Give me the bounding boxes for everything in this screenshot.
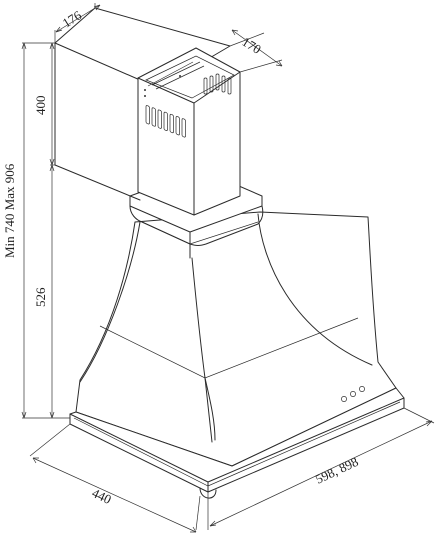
control-panel xyxy=(341,386,365,402)
hood-body xyxy=(75,211,397,467)
label-total-height: Min 740 Max 906 xyxy=(2,163,17,258)
label-hood-height: 526 xyxy=(33,287,48,307)
vent-slots-left xyxy=(145,105,186,138)
vent-slots-back xyxy=(203,73,232,95)
button-2 xyxy=(350,391,356,397)
chimney-upper xyxy=(54,7,241,216)
label-chimney-width: 170 xyxy=(239,34,263,57)
label-hood-width: 598, 898 xyxy=(313,454,361,487)
dim-vertical: Min 740 Max 906 400 526 xyxy=(2,42,70,419)
dim-hood-depth: 440 xyxy=(29,423,201,533)
screw-dots xyxy=(144,75,181,97)
button-1 xyxy=(341,396,347,402)
label-hood-depth: 440 xyxy=(90,485,114,507)
dim-chimney-width: 170 xyxy=(229,29,283,73)
button-3 xyxy=(359,386,365,392)
label-chimney-height: 400 xyxy=(33,96,48,116)
